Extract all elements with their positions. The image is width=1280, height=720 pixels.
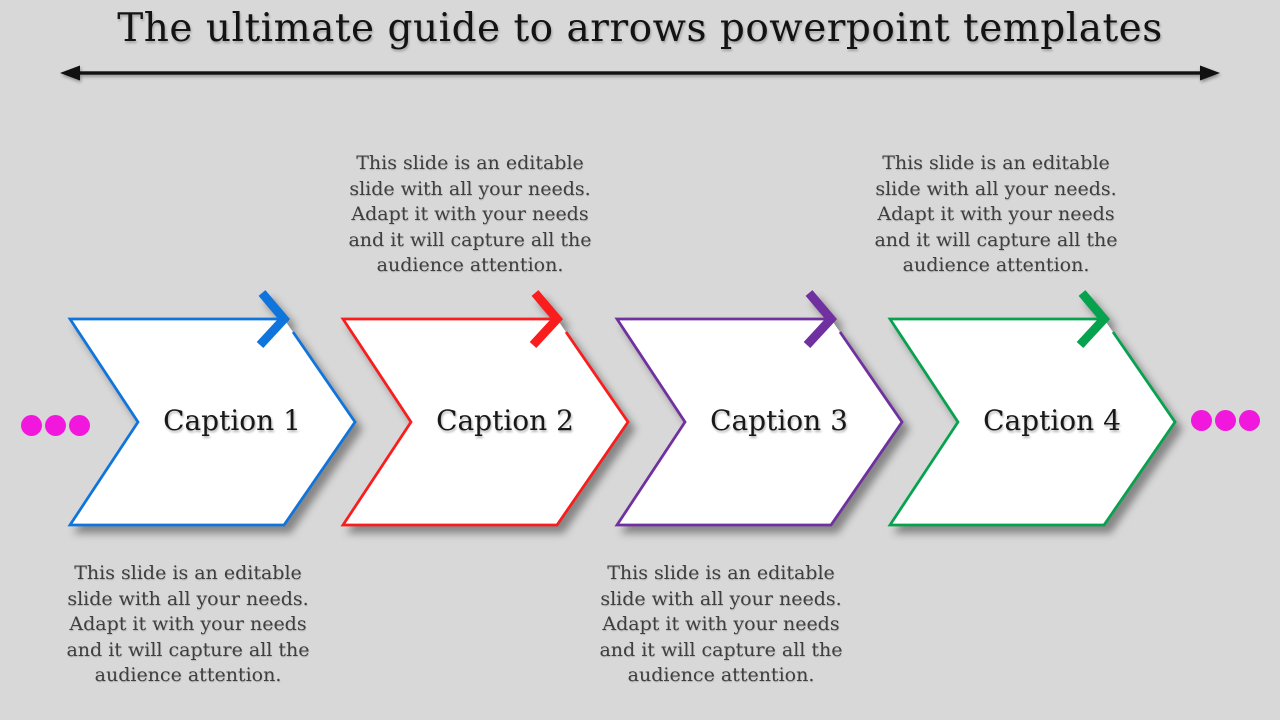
arrow-shape-3: Caption 3 [607, 285, 927, 545]
arrow-caption-2: Caption 2 [436, 404, 574, 437]
description-line: audience attention. [94, 664, 282, 686]
divider-arrowhead-left-icon [60, 65, 80, 81]
side-dot [69, 415, 90, 436]
left-dots-accent [21, 415, 90, 436]
divider-line [76, 71, 1204, 75]
arrow-fill [343, 319, 628, 525]
arrow-border [614, 317, 904, 527]
chevron-accent-icon [256, 290, 291, 349]
description-line: slide with all your needs. [600, 587, 842, 610]
chevron-accent-icon [803, 290, 838, 349]
right-dots-accent [1191, 410, 1260, 431]
side-dot [21, 415, 42, 436]
side-dot [1239, 410, 1260, 431]
description-line: slide with all your needs. [349, 177, 591, 200]
description-line: slide with all your needs. [875, 177, 1117, 200]
description-above-arrow-2: This slide is an editable slide with all… [345, 151, 595, 279]
description-line: audience attention. [376, 254, 564, 276]
arrow-caption-4: Caption 4 [983, 404, 1121, 437]
description-line: and it will capture all the [348, 228, 592, 251]
side-dot [45, 415, 66, 436]
arrow-shape-1: Caption 1 [60, 285, 380, 545]
side-dot [1215, 410, 1236, 431]
description-line: slide with all your needs. [67, 587, 309, 610]
arrow-shape-2: Caption 2 [333, 285, 653, 545]
double-headed-arrow-divider [60, 65, 1220, 81]
arrow-border [887, 317, 1177, 527]
description-above-arrow-4: This slide is an editable slide with all… [871, 151, 1121, 279]
description-line: Adapt it with your needs [602, 613, 840, 635]
description-line: This slide is an editable [882, 152, 1110, 174]
side-dot [1191, 410, 1212, 431]
description-line: audience attention. [627, 664, 815, 686]
arrow-fill [70, 319, 355, 525]
description-line: audience attention. [902, 254, 1090, 276]
description-below-arrow-1: This slide is an editable slide with all… [63, 561, 313, 689]
description-line: and it will capture all the [599, 638, 843, 661]
arrow-fill [617, 319, 902, 525]
arrow-caption-3: Caption 3 [710, 404, 848, 437]
description-line: Adapt it with your needs [877, 203, 1115, 225]
description-line: Adapt it with your needs [351, 203, 589, 225]
description-line: and it will capture all the [66, 638, 310, 661]
chevron-accent-icon [1076, 290, 1111, 349]
arrow-shape-4: Caption 4 [880, 285, 1200, 545]
description-line: This slide is an editable [74, 562, 302, 584]
description-line: Adapt it with your needs [69, 613, 307, 635]
description-below-arrow-3: This slide is an editable slide with all… [596, 561, 846, 689]
arrow-border [67, 317, 357, 527]
chevron-accent-icon [529, 290, 564, 349]
description-line: This slide is an editable [356, 152, 584, 174]
arrow-fill [890, 319, 1175, 525]
divider-arrowhead-right-icon [1200, 65, 1220, 81]
slide-title: The ultimate guide to arrows powerpoint … [117, 6, 1163, 51]
description-line: and it will capture all the [874, 228, 1118, 251]
description-line: This slide is an editable [607, 562, 835, 584]
arrow-caption-1: Caption 1 [163, 404, 301, 437]
arrow-border [340, 317, 630, 527]
